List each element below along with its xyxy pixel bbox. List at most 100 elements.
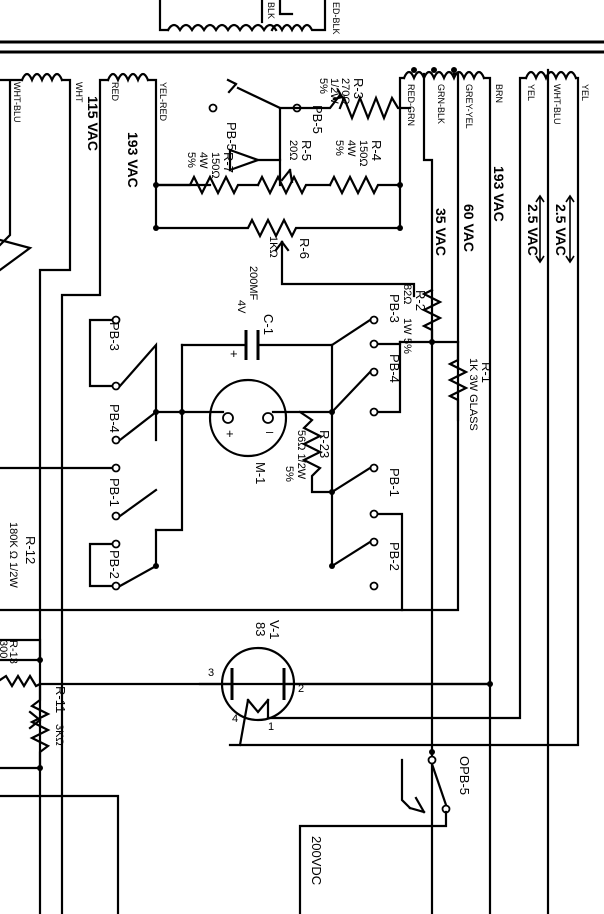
r4-tol: 5% (333, 140, 345, 156)
ground-arrow-pb5 (228, 148, 262, 172)
r23-name: R-23 (317, 430, 332, 458)
pb2-right-contact-a[interactable] (369, 537, 379, 547)
voltage-35: 35 VAC (433, 208, 449, 256)
c1-plus: + (230, 346, 238, 361)
r12-value: 180K Ω 1/2W (7, 522, 19, 588)
tube-pin-4: 4 (232, 713, 238, 725)
pb2-left-label: PB-2 (107, 550, 122, 579)
r4-value: 150Ω (357, 140, 369, 167)
meter-minus: – (266, 424, 274, 439)
r11-name: R-11 (53, 686, 68, 713)
wire-wht-blu-a: WHT-BLU (12, 82, 22, 123)
r7-tol: 5% (185, 152, 197, 168)
wire-grn-blk: GRN-BLK (436, 84, 446, 124)
pb3-left-label: PB-3 (107, 322, 122, 351)
r2-r1-network: R-2 82Ω 1W 5% R-1 1K 3W GLASS (398, 284, 494, 431)
r2-name: R-2 (413, 290, 428, 311)
pb1-left-label: PB-1 (107, 478, 122, 507)
voltage-193-left: 193 VAC (125, 132, 141, 188)
resistor-rail-r6: 1KΩ R-6 (153, 183, 416, 298)
r5-name: R-5 (299, 140, 314, 161)
pb1-right-contact-b[interactable] (369, 509, 379, 519)
r4-name: R-4 (369, 140, 384, 161)
wire-brn: BRN (494, 84, 504, 103)
r11-value: 3KΩ (53, 724, 65, 746)
pb2-right-contact-b[interactable] (369, 581, 379, 591)
wire-grey-yel: GREY-YEL (464, 84, 474, 129)
pb3-right-contact-b[interactable] (369, 339, 379, 349)
r1-name: R-1 (479, 362, 494, 383)
c1-name: C-1 (261, 314, 276, 335)
primary-wire-blk: BLK (266, 2, 276, 19)
pb1-right-label: PB-1 (387, 468, 402, 497)
r7-rating: 4W (197, 152, 209, 169)
pb4-right-label: PB-4 (387, 354, 402, 383)
c1-voltage: 4V (235, 300, 247, 314)
r5-value: 20Ω (287, 140, 299, 160)
r2-tol: 5% (401, 338, 413, 354)
r13-name: R-13 (7, 640, 19, 664)
left-resistors: R-12 180K Ω 1/2W R-13 300 R-11 3KΩ (0, 522, 493, 914)
pb3-left-contact-b[interactable] (111, 381, 121, 391)
tube-pin-2: 2 (298, 683, 304, 695)
wire-wht-blu-b: WHT-BLU (552, 84, 562, 125)
tube-v1: V-1 83 3 2 4 1 (198, 620, 492, 747)
r1-value: 1K 3W GLASS (467, 358, 479, 431)
primary-winding: BLK ED-BLK (158, 0, 341, 35)
r6-value: 1KΩ (267, 236, 279, 258)
r7-value: 150Ω (209, 152, 221, 179)
meter-plus: + (226, 426, 234, 441)
pb4-right-contact-b[interactable] (369, 407, 379, 417)
pb1-left-contact-a[interactable] (111, 463, 121, 473)
r23-tol: 5% (283, 466, 295, 482)
tube-pin-3: 3 (208, 667, 214, 679)
r3-value: 270Ω (339, 78, 351, 105)
pb4-left-contact[interactable] (111, 435, 121, 445)
pb1-left-contact-b[interactable] (111, 511, 121, 521)
wire-wht-a: WHT (74, 82, 84, 103)
r2-rating: 1W (401, 318, 413, 335)
pb2-right-label: PB-2 (387, 542, 402, 571)
opb5-contact-a[interactable] (427, 755, 437, 765)
meter-name: M-1 (253, 462, 268, 484)
c1-value: 200MF (247, 266, 259, 301)
tube-name: V-1 (267, 620, 282, 640)
resistor-r23: R-23 56Ω 1/2W 5% (283, 410, 332, 494)
opb5-label: OPB-5 (457, 756, 472, 795)
pb2-left-contact-b[interactable] (111, 581, 121, 591)
pb3-right-contact-a[interactable] (369, 315, 379, 325)
tube-type: 83 (253, 622, 268, 636)
voltage-115: 115 VAC (85, 96, 101, 151)
pb5-left-contact[interactable] (208, 103, 218, 113)
wire-red-grn: RED-GRN (406, 84, 416, 126)
secondary-winding-115: WHT-BLU WHT 115 VAC (0, 72, 101, 914)
r23-value: 56Ω 1/2W (295, 430, 307, 480)
wire-yel-a: YEL (526, 84, 536, 101)
pb2-left-contact-a[interactable] (111, 539, 121, 549)
pb5-network: PB-5 PB-5 R-3 270Ω 1/2W 5% (154, 78, 412, 187)
wire-yel-b: YEL (580, 84, 590, 101)
voltage-200dc: 200VDC (309, 836, 324, 885)
resistor-rail-top: R-7 150Ω 4W 5% R-5 20Ω R-4 150Ω 4W 5% (153, 140, 403, 196)
r7-name: R-7 (221, 152, 236, 173)
pb4-right-contact-a[interactable] (369, 367, 379, 377)
pb5-left-label: PB-5 (224, 122, 239, 151)
tube-pin-1: 1 (268, 721, 274, 733)
opb5-output: OPB-5 200VDC (298, 749, 472, 914)
voltage-193-right: 193 VAC (491, 166, 507, 222)
pb4-left-label: PB-4 (107, 404, 122, 433)
pb3-right-label: PB-3 (387, 294, 402, 323)
r2-value: 82Ω (401, 284, 413, 304)
r3-name: R-3 (351, 78, 366, 99)
r6-name: R-6 (297, 238, 312, 259)
voltage-2-5-b: 2.5 VAC (553, 204, 569, 256)
secondary-winding-right: RED-GRN GRN-BLK GREY-YEL BRN 193 VAC 60 … (0, 67, 507, 914)
wire-red: RED (110, 82, 120, 102)
voltage-60: 60 VAC (461, 204, 477, 252)
pb1-right-contact-a[interactable] (369, 463, 379, 473)
capacitor-c1: + C-1 200MF 4V (154, 266, 334, 532)
wire-yel-red: YEL-RED (158, 82, 168, 122)
voltage-2-5-a: 2.5 VAC (525, 204, 541, 256)
r13-value: 300 (0, 640, 9, 658)
